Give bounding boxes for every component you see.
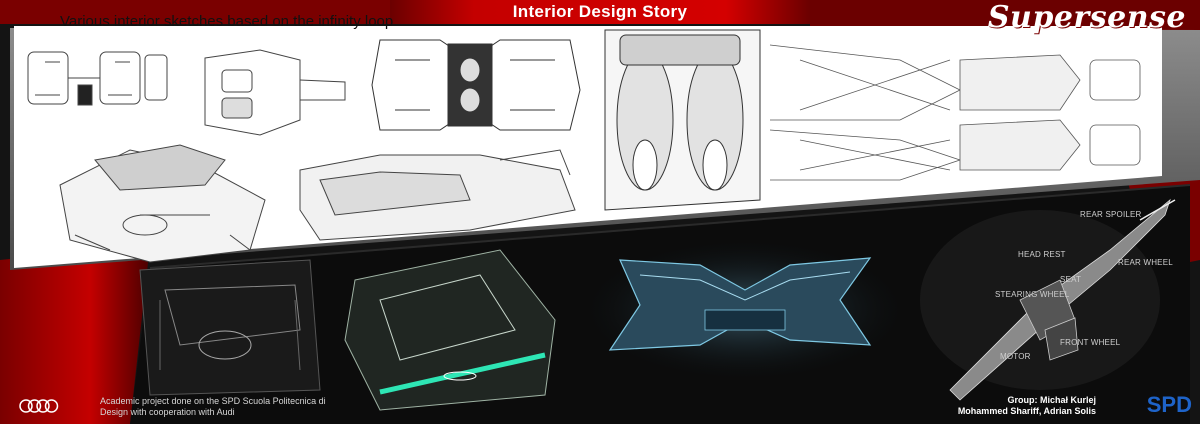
label-front-wheel: FRONT WHEEL	[1060, 338, 1121, 347]
group-credits: Group: Michał Kurlej Mohammed Shariff, A…	[958, 395, 1096, 417]
sketch-seat-plan-1	[27, 51, 168, 106]
sketch-seat-plan-2	[204, 49, 346, 136]
label-rear-wheel: REAR WHEEL	[1118, 258, 1173, 267]
spd-logo: SPD	[1146, 392, 1192, 417]
label-head-rest: HEAD REST	[1018, 250, 1066, 259]
sketch-double-seats	[769, 44, 1141, 181]
project-credit: Academic project done on the SPD Scuola …	[100, 396, 326, 417]
render-glass-x	[585, 240, 905, 380]
sketch-infinity-seat	[371, 39, 581, 131]
group-line-2: Mohammed Shariff, Adrian Solis	[957, 406, 1096, 416]
page-title: Interior Design Story	[390, 0, 810, 24]
audi-rings-logo	[19, 399, 59, 413]
label-motor: MOTOR	[1000, 352, 1031, 361]
render-seat-topview	[139, 259, 321, 396]
label-stearing-wheel: STEARING WHEEL	[995, 290, 1070, 299]
brand-wordmark: Supersense	[987, 0, 1186, 35]
sketch-topview-seats	[604, 29, 761, 211]
sketch-subtitle: Various interior sketches based on the i…	[60, 13, 394, 30]
sketch-perspective-2	[299, 149, 576, 241]
render-exploded-diagram	[920, 198, 1176, 401]
sketch-perspective-1	[59, 144, 266, 263]
render-green-sketch	[344, 249, 556, 411]
label-rear-spoiler: REAR SPOILER	[1080, 210, 1142, 219]
group-line-1: Group: Michał Kurlej	[1007, 395, 1096, 405]
label-seat: SEAT	[1060, 275, 1082, 284]
